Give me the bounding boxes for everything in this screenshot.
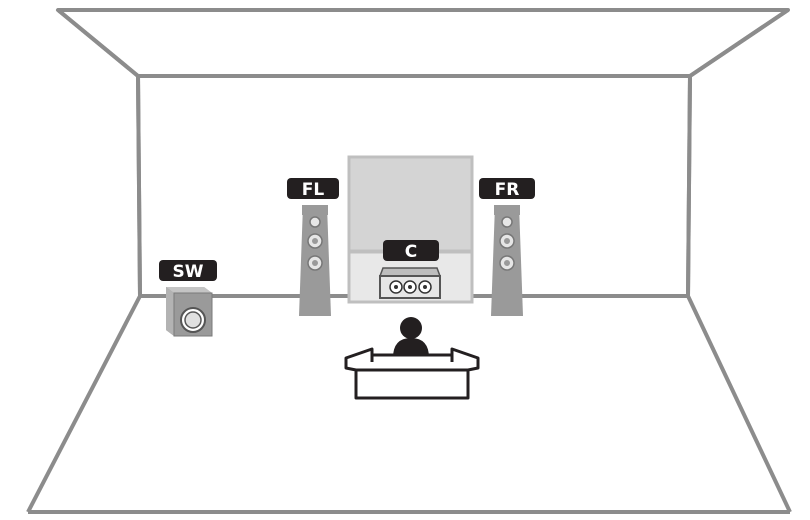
front-left-speaker	[299, 205, 331, 316]
front-right-label: FR	[479, 178, 535, 200]
room-outline	[26, 8, 792, 514]
front-right-speaker	[491, 205, 523, 316]
center-label: C	[383, 240, 439, 262]
subwoofer-label-text: SW	[173, 262, 204, 282]
center-label-text: C	[405, 242, 417, 262]
subwoofer	[166, 287, 213, 337]
center-speaker	[378, 267, 442, 299]
listener	[393, 317, 429, 358]
front-right-label-text: FR	[495, 180, 520, 200]
subwoofer-label: SW	[159, 260, 217, 282]
sofa	[344, 347, 480, 400]
front-left-label: FL	[287, 178, 339, 200]
front-left-label-text: FL	[302, 180, 325, 200]
